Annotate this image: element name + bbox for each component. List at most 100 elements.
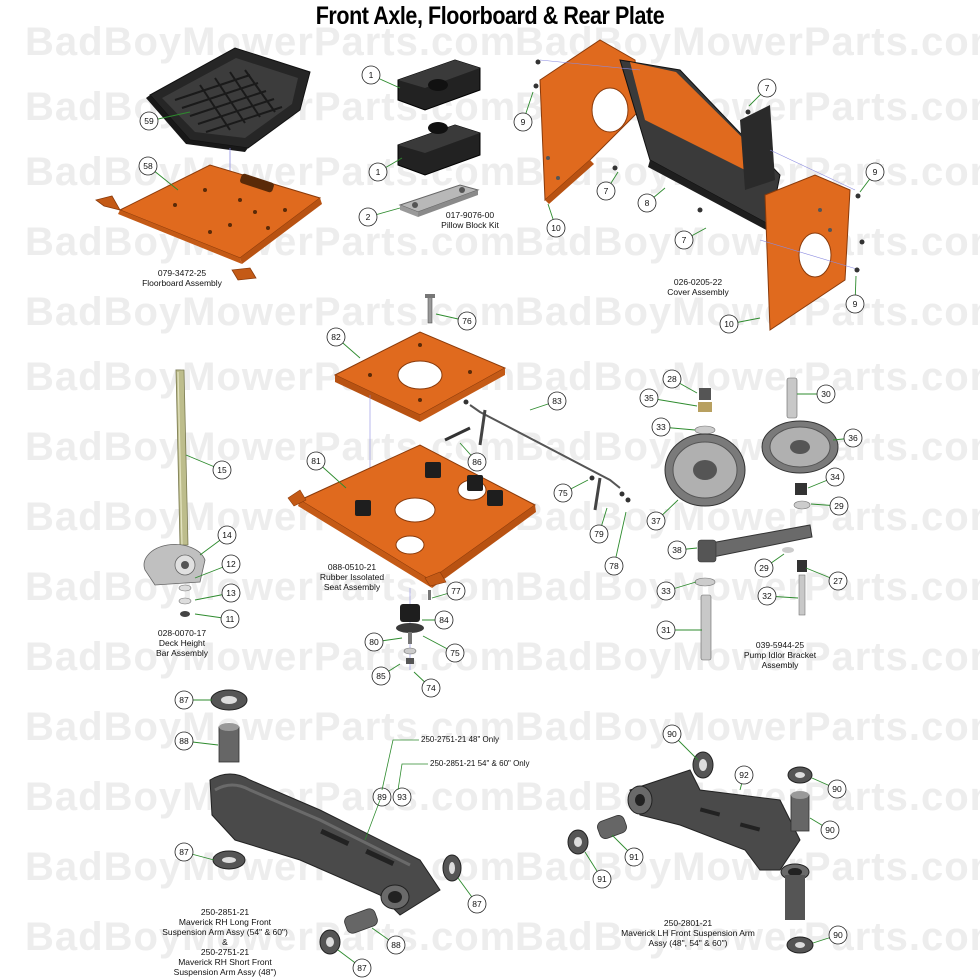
- callout-bubble: [589, 524, 609, 544]
- callout-number: 84: [439, 615, 449, 625]
- callout-number: 13: [226, 588, 236, 598]
- watermark: BadBoyMowerParts.com: [515, 290, 980, 334]
- deck-height-bar-parts: [143, 369, 206, 617]
- callout-bubble: [667, 540, 687, 560]
- callout-number: 93: [397, 792, 407, 802]
- lh-suspension-arm-parts: [567, 751, 814, 954]
- callout-number: 77: [451, 586, 461, 596]
- callout-92: 92: [734, 765, 754, 791]
- callout-number: 38: [672, 545, 682, 555]
- callout-bubble: [138, 156, 158, 176]
- watermark: BadBoyMowerParts.com: [25, 705, 517, 749]
- callout-bubble: [662, 724, 682, 744]
- callout-bubble: [326, 327, 346, 347]
- callout-bubble: [828, 571, 848, 591]
- callout-number: 90: [825, 825, 835, 835]
- callout-33: 33: [656, 581, 697, 601]
- callout-number: 7: [604, 186, 609, 196]
- callout-90: 90: [812, 925, 848, 945]
- callout-number: 10: [724, 319, 734, 329]
- note-54-60-only: 250-2851-21 54" & 60" Only: [430, 759, 530, 768]
- callout-number: 88: [179, 736, 189, 746]
- watermark: BadBoyMowerParts.com: [515, 705, 980, 749]
- callout-88: 88: [371, 927, 406, 955]
- watermark: BadBoyMowerParts.com: [515, 565, 980, 609]
- callout-bubble: [734, 765, 754, 785]
- callout-33: 33: [651, 417, 696, 437]
- callout-bubble: [358, 207, 378, 227]
- callout-bubble: [828, 925, 848, 945]
- callout-bubble: [174, 842, 194, 862]
- callout-bubble: [174, 731, 194, 751]
- callout-number: 87: [472, 899, 482, 909]
- callout-9: 9: [859, 162, 885, 193]
- isolator-hardware-parts: [396, 588, 431, 670]
- callout-number: 7: [682, 235, 687, 245]
- callout-87: 87: [174, 690, 212, 710]
- callout-13: 13: [194, 583, 241, 603]
- callout-93: 93: [392, 787, 412, 807]
- callout-87: 87: [174, 842, 215, 862]
- callout-bubble: [845, 294, 865, 314]
- callout-77: 77: [431, 581, 466, 601]
- callout-number: 78: [609, 561, 619, 571]
- callout-bubble: [174, 690, 194, 710]
- callout-12: 12: [194, 554, 241, 579]
- callout-number: 75: [558, 488, 568, 498]
- callout-bubble: [221, 583, 241, 603]
- rh-suspension-arm-parts: [209, 689, 462, 955]
- callout-32: 32: [757, 586, 799, 606]
- callout-91: 91: [611, 834, 644, 867]
- callout-number: 81: [311, 456, 321, 466]
- watermark: BadBoyMowerParts.com: [515, 425, 980, 469]
- callout-number: 89: [377, 792, 387, 802]
- callout-bubble: [754, 558, 774, 578]
- floorboard-plate-part: [95, 148, 322, 281]
- callout-number: 91: [597, 874, 607, 884]
- callout-number: 85: [376, 671, 386, 681]
- callout-bubble: [596, 181, 616, 201]
- callout-84: 84: [422, 610, 454, 630]
- callout-number: 59: [144, 116, 154, 126]
- callout-number: 9: [853, 299, 858, 309]
- callout-number: 87: [179, 695, 189, 705]
- callout-80: 80: [364, 632, 403, 652]
- watermark: BadBoyMowerParts.com: [515, 355, 980, 399]
- watermark: BadBoyMowerParts.com: [25, 20, 517, 64]
- callout-number: 9: [873, 167, 878, 177]
- callout-bubble: [865, 162, 885, 182]
- callout-number: 37: [651, 516, 661, 526]
- callout-83: 83: [529, 391, 567, 411]
- callout-79: 79: [589, 507, 609, 544]
- callout-bubble: [457, 311, 477, 331]
- callout-number: 34: [830, 472, 840, 482]
- callout-9: 9: [845, 275, 865, 314]
- callout-14: 14: [199, 525, 237, 556]
- callout-number: 86: [472, 457, 482, 467]
- pillow-block-parts: [397, 59, 481, 217]
- callout-bubble: [553, 483, 573, 503]
- callout-1: 1: [361, 65, 401, 89]
- watermark: BadBoyMowerParts.com: [515, 220, 980, 264]
- callout-76: 76: [435, 311, 477, 331]
- callout-bubble: [364, 632, 384, 652]
- callout-bubble: [757, 78, 777, 98]
- callout-35: 35: [639, 388, 698, 408]
- callout-number: 82: [331, 332, 341, 342]
- callout-2: 2: [358, 207, 401, 227]
- callout-number: 11: [226, 614, 235, 624]
- callout-bubble: [674, 230, 694, 250]
- callout-1: 1: [368, 157, 403, 182]
- callout-bubble: [386, 935, 406, 955]
- callout-number: 9: [521, 117, 526, 127]
- callout-bubble: [637, 193, 657, 213]
- callout-number: 75: [450, 648, 460, 658]
- callout-bubble: [546, 218, 566, 238]
- callout-bubble: [361, 65, 381, 85]
- callout-bubble: [829, 496, 849, 516]
- callout-number: 36: [848, 433, 858, 443]
- callout-7: 7: [748, 78, 777, 107]
